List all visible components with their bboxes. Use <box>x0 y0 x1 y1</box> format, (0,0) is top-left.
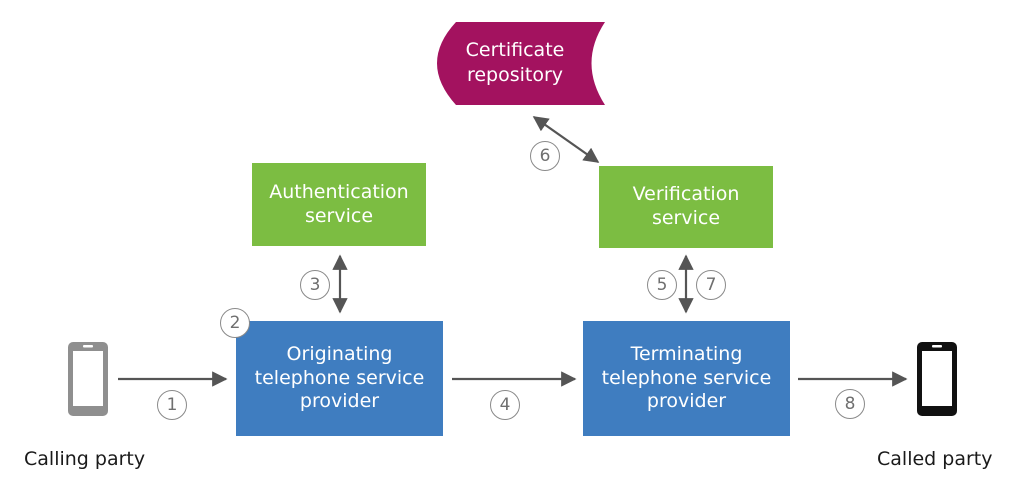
called-party-label: Called party <box>877 448 993 470</box>
terminating-provider-label: Terminating telephone service provider <box>601 342 772 413</box>
terminating-provider-box: Terminating telephone service provider <box>583 321 790 436</box>
step-6-label: 6 <box>539 146 551 166</box>
authentication-service-box: Authentication service <box>252 163 426 246</box>
step-8-label: 8 <box>844 394 856 414</box>
calling-phone-icon <box>68 342 108 416</box>
arrow-repository-verification <box>532 116 600 163</box>
verification-service-box: Verification service <box>599 166 773 248</box>
authentication-service-label: Authentication service <box>269 180 409 227</box>
step-4-badge: 4 <box>490 390 520 420</box>
step-2-label: 2 <box>229 313 241 333</box>
step-5-badge: 5 <box>647 270 677 300</box>
calling-party-label: Calling party <box>24 448 146 470</box>
certificate-repository-label: Certificate repository <box>465 39 565 86</box>
step-2-badge: 2 <box>220 308 250 338</box>
originating-provider-box: Originating telephone service provider <box>236 321 443 436</box>
step-8-badge: 8 <box>835 389 865 419</box>
step-7-label: 7 <box>705 275 717 295</box>
step-6-badge: 6 <box>530 141 560 171</box>
certificate-repository-shape <box>437 22 605 105</box>
originating-provider-label: Originating telephone service provider <box>254 342 425 413</box>
step-3-badge: 3 <box>300 270 330 300</box>
step-3-label: 3 <box>309 275 321 295</box>
called-phone-icon <box>917 342 957 416</box>
verification-service-label: Verification service <box>632 183 740 229</box>
step-1-label: 1 <box>166 395 178 415</box>
step-7-badge: 7 <box>696 270 726 300</box>
step-5-label: 5 <box>656 275 668 295</box>
step-1-badge: 1 <box>157 390 187 420</box>
step-4-label: 4 <box>499 395 511 415</box>
